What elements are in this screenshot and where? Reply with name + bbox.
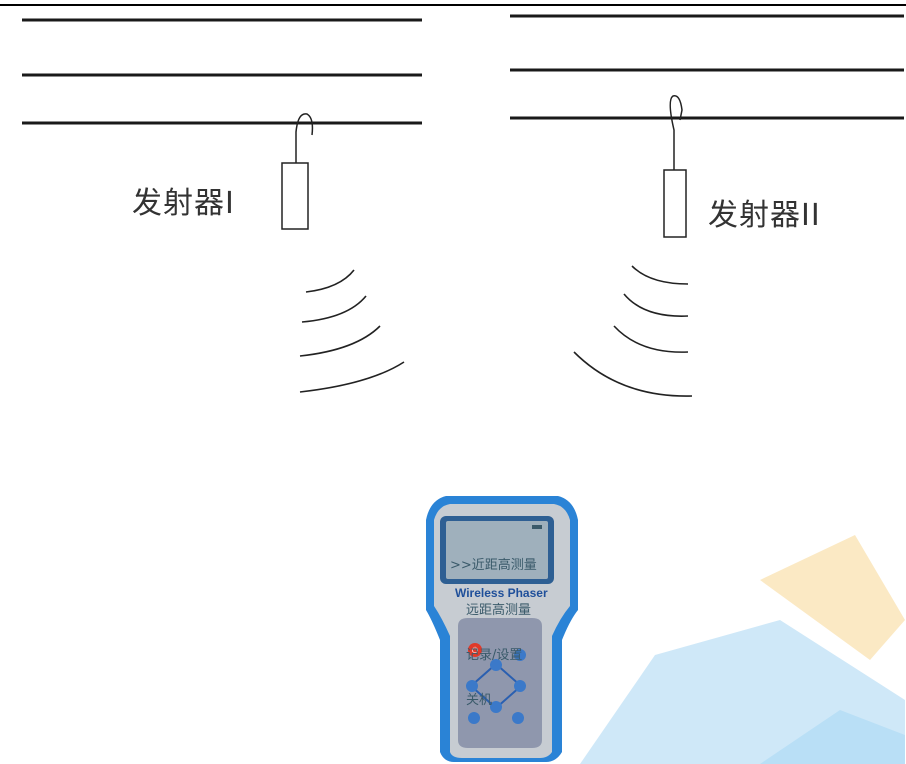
watermark-yellow-shape bbox=[760, 535, 905, 660]
signal-wave-left-2 bbox=[301, 295, 367, 323]
nav-up-button[interactable] bbox=[490, 659, 502, 671]
watermark-blue-shape-2 bbox=[760, 710, 905, 764]
device-brand-label: Wireless Phaser bbox=[455, 586, 548, 600]
transmitter-2-hook bbox=[669, 95, 683, 170]
signal-wave-right-1 bbox=[631, 265, 689, 285]
enter-button[interactable] bbox=[514, 649, 526, 661]
nav-down-button[interactable] bbox=[490, 701, 502, 713]
device-menu-cursor: >> bbox=[450, 558, 472, 573]
nav-left-button[interactable] bbox=[466, 680, 478, 692]
device-menu-item-1: >>近距高测量 bbox=[450, 558, 537, 573]
transmitter-2-body bbox=[663, 169, 687, 238]
signal-wave-right-2 bbox=[623, 293, 689, 317]
signal-wave-right-4 bbox=[573, 351, 693, 397]
nav-right-button[interactable] bbox=[514, 680, 526, 692]
ctrl-button[interactable] bbox=[468, 712, 480, 724]
device-screen bbox=[446, 521, 548, 579]
device-menu-item-4: 关机 bbox=[466, 693, 493, 708]
power-icon: ⏻ bbox=[472, 646, 479, 655]
signal-wave-left-1 bbox=[305, 269, 355, 293]
esc-button[interactable] bbox=[512, 712, 524, 724]
device-menu-item-2: 远距高测量 bbox=[466, 603, 532, 618]
battery-icon bbox=[532, 525, 542, 529]
signal-wave-right-3 bbox=[613, 325, 689, 353]
device-menu: >>近距高测量 远距高测量 记录/设置 关机 bbox=[450, 528, 537, 738]
signal-wave-left-3 bbox=[299, 325, 381, 357]
signal-wave-left-4 bbox=[299, 361, 405, 393]
handheld-device: ⏻ bbox=[426, 496, 578, 762]
transmitter-1-hook bbox=[295, 113, 314, 163]
transmitter-1-body bbox=[281, 162, 309, 230]
power-button[interactable] bbox=[468, 643, 482, 657]
transmitter-1-label: 发射器I bbox=[132, 186, 235, 221]
device-menu-item-3: 记录/设置 bbox=[466, 648, 523, 663]
transmitter-2-label: 发射器II bbox=[708, 198, 821, 233]
